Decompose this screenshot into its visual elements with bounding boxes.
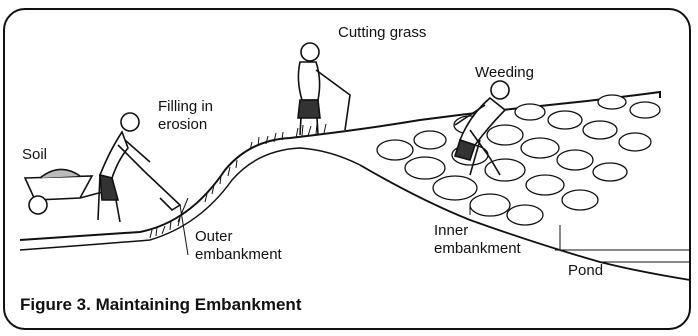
label-outer-line2: embankment [195, 246, 282, 263]
stones [377, 95, 660, 225]
label-inner-line1: Inner [434, 222, 468, 239]
figure-caption: Figure 3. Maintaining Embankment [20, 295, 301, 315]
label-soil: Soil [22, 146, 47, 163]
grass-tufts [150, 124, 326, 238]
label-inner-line2: embankment [434, 240, 521, 257]
label-filling-line2: erosion [158, 116, 207, 133]
wheelbarrow [25, 169, 110, 214]
worker-cutting-grass [298, 43, 350, 135]
label-pond: Pond [568, 262, 603, 279]
pond-water [555, 250, 690, 262]
label-weeding: Weeding [475, 64, 534, 81]
label-cutting-grass: Cutting grass [338, 24, 426, 41]
label-filling-line1: Filling in [158, 98, 213, 115]
label-outer-line1: Outer [195, 228, 233, 245]
